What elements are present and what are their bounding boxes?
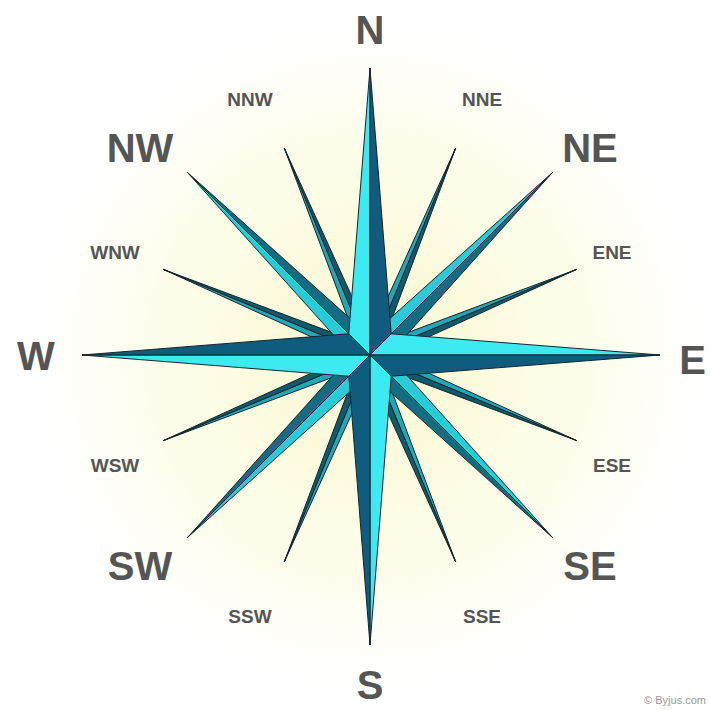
star-facet bbox=[370, 173, 552, 355]
direction-label: NW bbox=[107, 128, 174, 168]
star-facet bbox=[370, 68, 391, 355]
background-glow bbox=[40, 25, 700, 685]
direction-label: WNW bbox=[90, 243, 140, 262]
direction-label: S bbox=[357, 665, 384, 705]
star-facet bbox=[370, 355, 391, 645]
direction-label: N bbox=[356, 10, 385, 50]
direction-label: NNE bbox=[462, 90, 502, 109]
star-facet bbox=[82, 355, 370, 376]
direction-label: NE bbox=[562, 128, 618, 168]
star-facet bbox=[188, 173, 370, 355]
direction-label: SSW bbox=[228, 607, 271, 626]
direction-label: WSW bbox=[91, 456, 140, 475]
watermark: © Byjus.com bbox=[644, 695, 706, 706]
direction-label: W bbox=[17, 336, 55, 376]
star-facet bbox=[188, 173, 370, 355]
star-facet bbox=[370, 173, 552, 355]
star-facet bbox=[82, 334, 370, 355]
star-facet bbox=[349, 355, 370, 645]
star-facet bbox=[370, 355, 552, 537]
star-facet bbox=[349, 68, 370, 355]
star-facet bbox=[188, 355, 370, 537]
direction-label: SW bbox=[108, 546, 172, 586]
star-facet bbox=[188, 355, 370, 537]
direction-label: SE bbox=[563, 546, 616, 586]
star-facet bbox=[370, 355, 552, 537]
direction-label: ENE bbox=[592, 243, 631, 262]
star-points bbox=[82, 68, 660, 645]
direction-label: NNW bbox=[227, 90, 272, 109]
star-facet bbox=[370, 355, 660, 376]
direction-label: SSE bbox=[463, 607, 501, 626]
direction-label: ESE bbox=[593, 456, 631, 475]
direction-label: E bbox=[679, 340, 706, 380]
star-facet bbox=[370, 334, 660, 355]
